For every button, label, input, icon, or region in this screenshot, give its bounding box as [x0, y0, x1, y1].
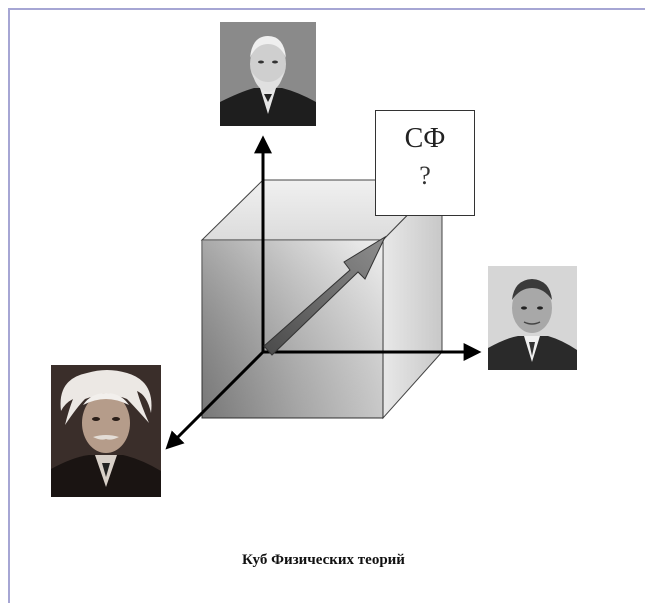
portrait-right — [488, 266, 577, 370]
figure-caption: Куб Физических теорий — [242, 552, 405, 568]
unified-theory-box: СФ ? — [375, 110, 475, 216]
unified-theory-question: ? — [419, 161, 431, 190]
portrait-left-image — [51, 365, 161, 497]
portrait-top — [220, 22, 316, 126]
axis-depth — [165, 350, 265, 450]
portrait-top-image — [220, 22, 316, 126]
unified-theory-label: СФ — [404, 123, 446, 154]
diagonal-arrow — [263, 235, 387, 356]
portrait-right-image — [488, 266, 577, 370]
portrait-left — [51, 365, 161, 497]
